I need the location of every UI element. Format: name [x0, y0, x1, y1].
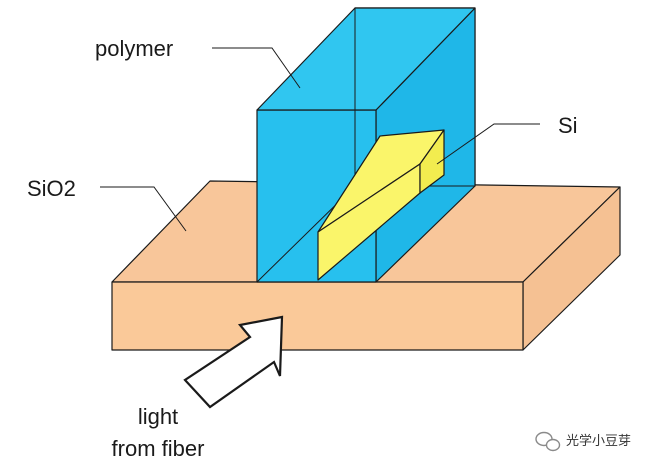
light-input-arrow-icon — [183, 315, 284, 409]
sio2-leader-line — [100, 186, 187, 232]
sio2-front-face — [111, 281, 524, 351]
polymer-leader-line — [212, 47, 301, 89]
si-taper-end-face — [419, 129, 445, 194]
sio2-label: SiO2 — [27, 176, 76, 201]
wechat-logo-icon — [535, 431, 561, 452]
light-label-line2: from fiber — [112, 436, 205, 461]
light-label-line1: light — [138, 404, 178, 429]
polymer-top-face — [256, 7, 476, 111]
si-label: Si — [558, 113, 578, 138]
polymer-label: polymer — [95, 36, 173, 61]
watermark-text: 光学小豆芽 — [566, 433, 631, 449]
si-leader-line — [436, 123, 540, 165]
